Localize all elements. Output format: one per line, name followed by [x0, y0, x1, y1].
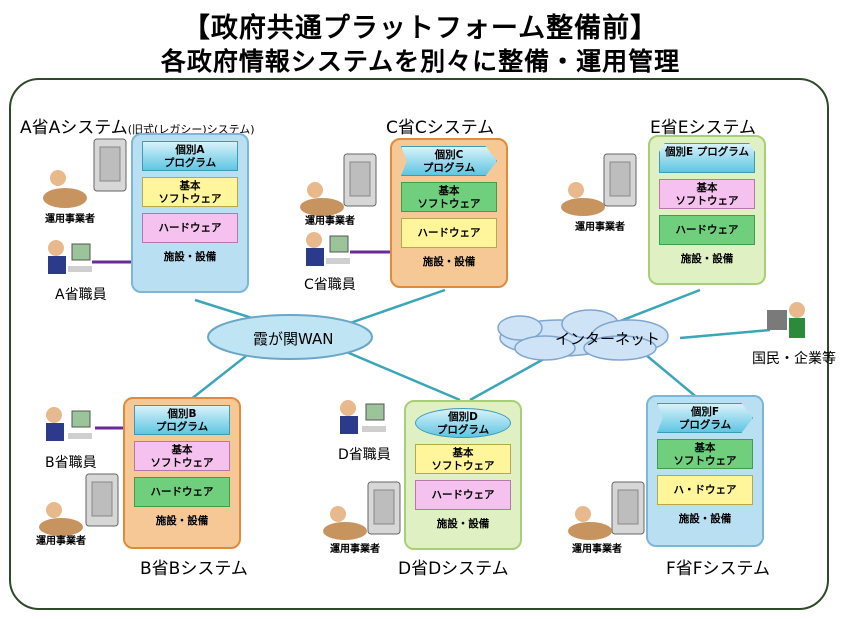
system-b-hardware: ハードウェア — [134, 477, 230, 507]
system-e-program: 個別E プログラム — [659, 143, 755, 173]
internet-cloud-shape — [497, 309, 669, 361]
citizens-label: 国民・企業等 — [752, 351, 836, 367]
server-icon-a — [93, 138, 127, 192]
system-a-label: A省Aシステム(旧式(レガシー)システム) — [20, 118, 255, 138]
system-b-program: 個別B プログラム — [134, 405, 230, 435]
link-wan-d — [329, 343, 461, 402]
operator-icon-a — [43, 170, 87, 208]
system-a-stack: 個別A プログラム 基本 ソフトウェア ハードウェア 施設・設備 — [131, 133, 249, 293]
system-f-facility: 施設・設備 — [678, 513, 732, 525]
link-e-internet — [609, 288, 701, 327]
operator-icon-c — [300, 182, 344, 216]
system-b-facility: 施設・設備 — [155, 515, 209, 527]
operator-label-b: 運用事業者 — [36, 536, 86, 547]
citizen-icon — [767, 302, 805, 338]
system-b-software: 基本 ソフトウェア — [134, 441, 230, 471]
system-c-program: 個別C プログラム — [401, 146, 497, 176]
system-e-software: 基本 ソフトウェア — [659, 179, 755, 209]
operator-label-f: 運用事業者 — [572, 544, 622, 555]
link-internet-citizens — [679, 328, 771, 340]
operator-label-c: 運用事業者 — [305, 216, 355, 227]
system-a-facility: 施設・設備 — [163, 251, 217, 263]
operator-label-e: 運用事業者 — [575, 222, 625, 233]
staff-label-b: B省職員 — [45, 455, 97, 471]
staff-icon-c — [306, 232, 350, 266]
system-d-program: 個別D プログラム — [415, 408, 511, 438]
staff-icon-b — [46, 407, 92, 441]
diagram-title: 【政府共通プラットフォーム整備前】 — [182, 13, 659, 44]
staff-icon-a — [48, 240, 92, 274]
operator-label-a: 運用事業者 — [45, 214, 95, 225]
system-c-stack: 個別C プログラム 基本 ソフトウェア ハードウェア 施設・設備 — [390, 138, 508, 288]
server-icon-b — [85, 473, 119, 527]
server-icon-f — [611, 481, 645, 535]
operator-label-d: 運用事業者 — [330, 544, 380, 555]
system-d-label: D省Dシステム — [398, 559, 509, 579]
internet-label: インターネット — [555, 330, 661, 348]
system-d-software: 基本 ソフトウェア — [415, 444, 511, 474]
wan-label: 霞が関WAN — [253, 330, 334, 348]
system-a-hardware: ハードウェア — [142, 213, 238, 243]
server-icon-c — [343, 153, 377, 207]
staff-label-a: A省職員 — [55, 287, 107, 303]
server-icon-d — [367, 481, 401, 535]
system-f-software: 基本 ソフトウェア — [657, 439, 753, 469]
diagram-frame — [9, 78, 829, 610]
system-f-label: F省Fシステム — [666, 559, 771, 579]
staff-label-d: D省職員 — [338, 447, 391, 463]
wan-cloud-shape — [207, 314, 373, 360]
system-a-program: 個別A プログラム — [142, 141, 238, 171]
staff-label-c: C省職員 — [304, 277, 356, 293]
system-c-software: 基本 ソフトウェア — [401, 182, 497, 212]
system-f-program: 個別F プログラム — [657, 403, 753, 433]
system-f-hardware: ハ・ドウェア — [657, 475, 753, 505]
system-c-hardware: ハードウェア — [401, 218, 497, 248]
system-b-stack: 個別B プログラム 基本 ソフトウェア ハードウェア 施設・設備 — [123, 397, 241, 549]
system-b-label: B省Bシステム — [140, 559, 248, 579]
operator-icon-b — [39, 502, 83, 536]
staff-icon-d — [340, 400, 386, 434]
system-e-facility: 施設・設備 — [680, 253, 734, 265]
operator-icon-f — [568, 506, 612, 540]
system-d-stack: 個別D プログラム 基本 ソフトウェア ハードウェア 施設・設備 — [404, 400, 522, 550]
operator-icon-e — [561, 182, 605, 216]
system-a-note: (旧式(レガシー)システム) — [127, 123, 255, 136]
operator-icon-d — [323, 506, 367, 540]
system-f-stack: 個別F プログラム 基本 ソフトウェア ハ・ドウェア 施設・設備 — [646, 395, 764, 547]
system-e-hardware: ハードウェア — [659, 215, 755, 245]
system-a-software: 基本 ソフトウェア — [142, 177, 238, 207]
system-c-facility: 施設・設備 — [422, 256, 476, 268]
link-f-internet — [639, 349, 701, 401]
system-e-label: E省Eシステム — [650, 118, 756, 138]
system-c-label: C省Cシステム — [386, 118, 495, 138]
system-d-facility: 施設・設備 — [436, 518, 490, 530]
diagram-subtitle: 各政府情報システムを別々に整備・運用管理 — [160, 47, 681, 76]
server-icon-e — [603, 153, 637, 207]
system-e-stack: 個別E プログラム 基本 ソフトウェア ハードウェア 施設・設備 — [648, 135, 766, 285]
system-d-hardware: ハードウェア — [415, 480, 511, 510]
